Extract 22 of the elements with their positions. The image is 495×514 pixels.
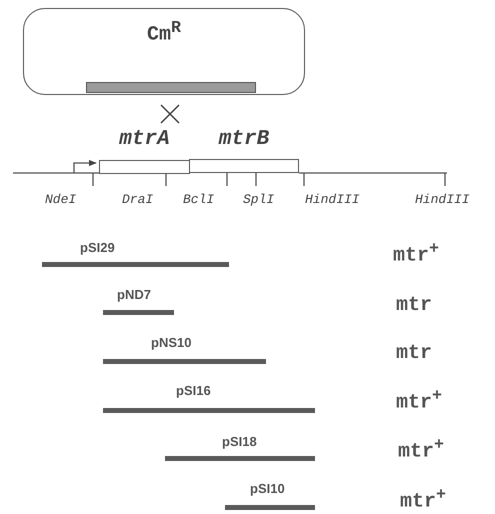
fragment-label: pND7 — [117, 287, 151, 302]
plasmid-outline — [23, 8, 305, 95]
phenotype-label: mtr — [396, 294, 432, 317]
phenotype-label: mtr$^{+}$ — [398, 436, 444, 464]
fragment-label: pSI29 — [80, 240, 115, 255]
plasmid-label: Cm$^{R}$ — [146, 19, 182, 47]
gene-label: mtrA — [118, 128, 171, 151]
phenotype-label: mtr — [396, 342, 432, 365]
restriction-site-label: BclI — [183, 192, 214, 207]
restriction-site-label: HindIII — [415, 192, 470, 207]
phenotype-label: mtr$^{+}$ — [400, 486, 446, 514]
fragment-label: pSI16 — [176, 383, 211, 398]
phenotype-label: mtr$^{+}$ — [396, 387, 442, 415]
gene-label: mtrB — [218, 128, 270, 151]
fragment-label: pSI18 — [222, 434, 257, 449]
restriction-site-label: HindIII — [305, 192, 360, 207]
restriction-site-label: NdeI — [45, 192, 76, 207]
restriction-site-label: SplI — [243, 192, 274, 207]
restriction-site-label: DraI — [122, 192, 154, 207]
fragment-label: pSI10 — [250, 481, 285, 496]
fragment-label: pNS10 — [151, 335, 192, 350]
phenotype-label: mtr$^{+}$ — [393, 240, 440, 268]
